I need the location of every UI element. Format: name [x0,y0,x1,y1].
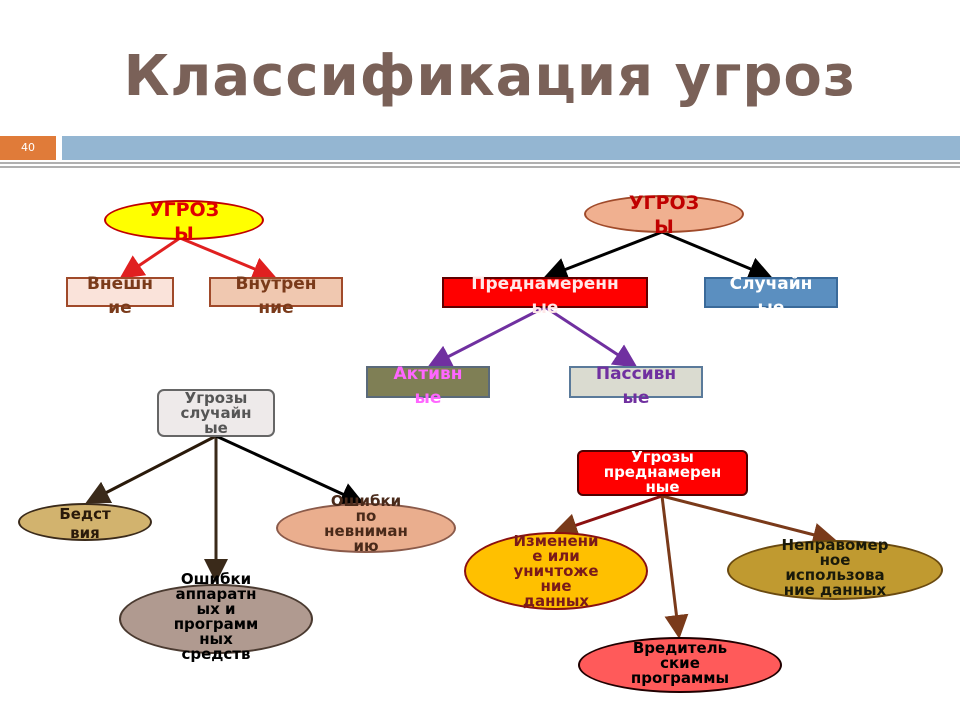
passive-threats-box: Пассивн ые [569,364,703,408]
threats-node-left: УГРОЗ Ы [104,199,264,245]
misuse-node: Неправомер ное использова ние данных [727,538,943,600]
intentional-threats-node: Угрозы преднамерен ные [577,450,748,496]
divider-line [0,166,960,168]
arrow [553,494,663,537]
arrow [660,495,689,639]
internal-threats-box: Внутрен ние [209,274,343,318]
accidental-threats-node: Угрозы случайн ые [157,389,275,437]
arrow [544,305,638,368]
data-modification-node: Изменени е или уничтоже ние данных [464,532,648,610]
accidental-threats-box: Случайн ые [704,274,838,318]
disasters-node: Бедст вия [18,503,152,542]
arrow [119,236,181,279]
arrow [215,434,365,506]
arrow [661,230,773,280]
divider-line [0,162,960,164]
inattention-errors-node: Ошибки по невниман ию [276,494,456,554]
header-band [62,136,960,160]
arrow [661,494,837,547]
malware-node: Вредитель ские программы [578,637,782,693]
slide-title: Классификация угроз [123,44,857,109]
arrow [427,305,546,368]
hw-sw-errors-node: Ошибки аппаратн ых и программ ных средст… [119,572,313,662]
intentional-threats-box: Преднамеренн ые [442,274,648,318]
arrow [179,236,277,281]
arrow [543,230,663,281]
active-threats-box: Активн ые [366,364,490,408]
arrow [85,434,217,504]
slide-number: 40 [0,136,56,160]
external-threats-box: Внешн ие [66,274,174,318]
threats-node-right: УГРОЗ Ы [584,192,744,238]
